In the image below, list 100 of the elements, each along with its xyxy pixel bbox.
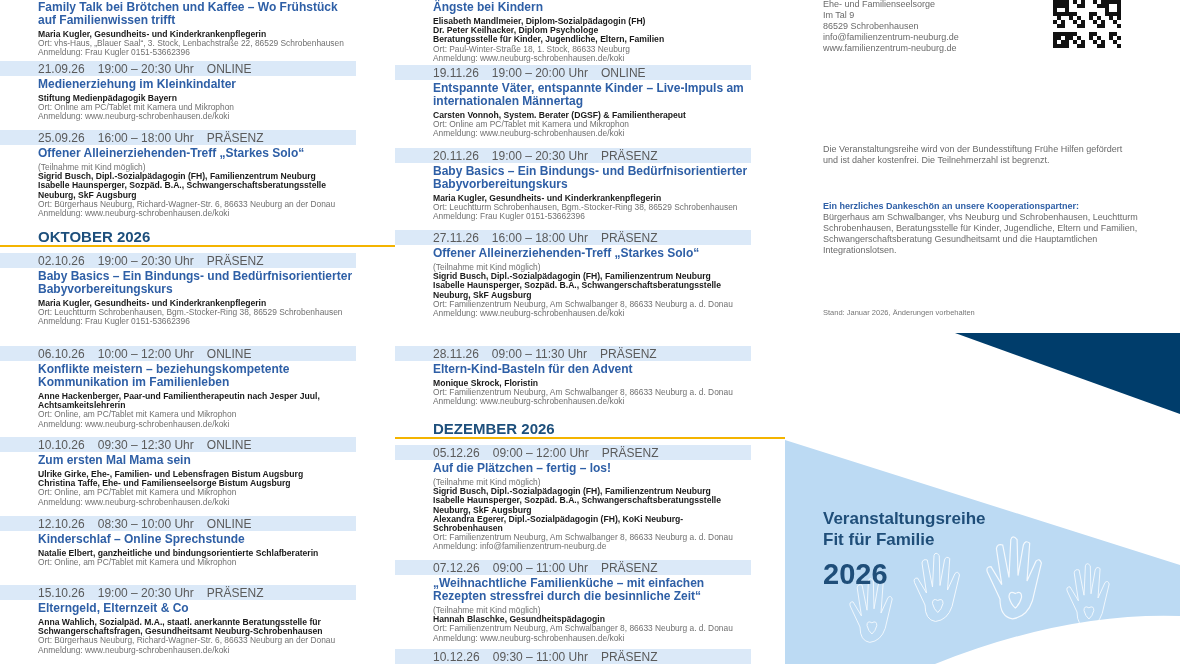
info-text: Ehe- und Familienseelsorge xyxy=(823,0,937,10)
event-detail: Anmeldung: info@familienzentrum-neuburg.de xyxy=(433,542,607,552)
month-heading: DEZEMBER 2026 xyxy=(433,420,555,437)
event-detail: Anmeldung: www.neuburg-schrobenhausen.de/koki xyxy=(38,645,231,655)
event-time: 19:00 – 20:30 Uhr xyxy=(97,253,194,268)
date-bar xyxy=(395,445,751,460)
event-detail: (Teilnahme mit Kind möglich) xyxy=(38,163,146,173)
thanks-heading: Ein herzliches Dankeschön an unsere Kooperationspartner: xyxy=(823,201,1081,212)
speaker-info: Sigrid Busch, Dipl.-Sozialpädagogin (FH), Familienzentrum Neuburg xyxy=(433,487,711,497)
event-time: 09:00 – 11:00 Uhr xyxy=(492,560,588,575)
event-detail: Anmeldung: www.neuburg-schrobenhausen.de/koki xyxy=(433,397,625,407)
month-heading: OKTOBER 2026 xyxy=(38,228,151,245)
event-time: 09:00 – 11:30 Uhr xyxy=(491,346,587,361)
event-format: ONLINE xyxy=(600,65,646,80)
info-text: www.familienzentrum-neuburg.de xyxy=(823,43,958,54)
event-time: 19:00 – 20:30 Uhr xyxy=(491,148,588,163)
event-date: 05.12.26 xyxy=(433,445,480,460)
event-format: PRÄSENZ xyxy=(206,130,264,145)
event-date: 28.11.26 xyxy=(433,346,479,361)
event-format: PRÄSENZ xyxy=(206,585,264,600)
event-title: Elterngeld, Elternzeit & Co xyxy=(38,602,190,615)
event-time: 16:00 – 18:00 Uhr xyxy=(97,130,194,145)
speaker-info: Anne Hackenberger, Paar-und Familientherapeutin nach Jesper Juul, Achtsamkeitslehrerin xyxy=(38,392,321,411)
event-detail: Ort: Online am PC/Tablet mit Kamera und Mikrophon xyxy=(38,103,235,113)
speaker-info: Christina Taffe, Ehe- und Familienseelsorge Bistum Augsburg xyxy=(38,479,291,489)
event-date: 02.10.26 xyxy=(38,253,85,268)
event-time: 19:00 – 20:30 Uhr xyxy=(97,585,194,600)
speaker-info: Alexandra Egerer, Dipl.-Sozialpädagogin (FH), KoKi Neuburg-Schrobenhausen xyxy=(433,514,685,533)
speaker-info: Maria Kugler, Gesundheits- und Kinderkrankenpflegerin xyxy=(38,299,268,309)
date-bar xyxy=(395,230,751,245)
speaker-info: Maria Kugler, Gesundheits- und Kinderkrankenpflegerin xyxy=(38,30,268,40)
date-bar xyxy=(395,148,751,163)
event-date: 20.11.26 xyxy=(433,148,479,163)
event-title: Konflikte meistern – beziehungskompetente Kommunikation im Familienleben xyxy=(38,363,291,389)
event-title: Medienerziehung im Kleinkindalter xyxy=(38,78,238,91)
info-text: info@familienzentrum-neuburg.de xyxy=(823,32,960,43)
event-detail: (Teilnahme mit Kind möglich) xyxy=(433,606,541,616)
event-detail: Ort: Familienzentrum Neuburg, Am Schwalbanger 8, 86633 Neuburg a. d. Donau xyxy=(433,388,734,398)
event-detail: Anmeldung: www.neuburg-schrobenhausen.de/koki xyxy=(38,209,231,219)
speaker-info: Isabelle Haunsperger, Sozpäd. B.A., Schwangerschaftsberatungsstelle Neuburg, SkF Augsburg xyxy=(433,496,722,515)
speaker-info: Hannah Blaschke, Gesundheitspädagogin xyxy=(433,615,605,625)
event-detail: Anmeldung: www.neuburg-schrobenhausen.de/koki xyxy=(433,129,625,139)
event-title: Family Talk bei Brötchen und Kaffee – Wo Frühstück auf Familienwissen trifft xyxy=(38,1,339,27)
event-detail: Anmeldung: www.neuburg-schrobenhausen.de/koki xyxy=(433,633,626,643)
info-text: Bürgerhaus am Schwalbanger, vhs Neuburg und Schrobenhausen, Leuchtturm Schrobenhausen, Beratungsstelle für Kinder, Jugendliche, Eltern und Familien, Schwangerschaftsberatung Gesundheitsamt und die Hauptamtlichen Integrationslotsen. xyxy=(823,212,1139,256)
speaker-info: Anna Wahlich, Sozialpäd. M.A., staatl. anerkannte Beratungsstelle für Schwangerschaftsfragen, Gesundheitsamt Neuburg-Schrobenhausen xyxy=(38,618,324,637)
speaker-info: Isabelle Haunsperger, Sozpäd. B.A., Schwangerschaftsberatungsstelle Neuburg, SkF Augsburg xyxy=(38,181,327,200)
event-format: PRÄSENZ xyxy=(600,230,658,245)
speaker-info: Ulrike Girke, Ehe-, Familien- und Lebensfragen Bistum Augsburg xyxy=(38,470,305,480)
speaker-info: Monique Skrock, Floristin xyxy=(433,379,539,389)
event-date: 19.11.26 xyxy=(433,65,479,80)
event-detail: Ort: Bürgerhaus Neuburg, Richard-Wagner-Str. 6, 86633 Neuburg an der Donau xyxy=(38,199,337,209)
event-title: Offener Alleinerziehenden-Treff „Starkes Solo“ xyxy=(38,147,306,160)
event-detail: Anmeldung: www.neuburg-schrobenhausen.de/koki xyxy=(433,309,626,319)
speaker-info: Isabelle Haunsperger, Sozpäd. B.A., Schwangerschaftsberatungsstelle Neuburg, SkF Augsburg xyxy=(433,281,722,300)
date-bar xyxy=(0,437,356,452)
date-bar xyxy=(0,516,356,531)
event-detail: Ort: Online am PC/Tablet mit Kamera und Mikrophon xyxy=(433,120,629,130)
date-bar xyxy=(0,130,356,145)
event-detail: Ort: Leuchtturm Schrobenhausen, Bgm.-Stocker-Ring 38, 86529 Schrobenhausen xyxy=(433,203,739,213)
speaker-info: Sigrid Busch, Dipl.-Sozialpädagogin (FH), Familienzentrum Neuburg xyxy=(433,272,711,282)
event-time: 09:00 – 12:00 Uhr xyxy=(492,445,589,460)
info-text: Die Veranstaltungsreihe wird von der Bundesstiftung Frühe Hilfen gefördert und ist daher kostenfrei. Die Teilnehmerzahl ist begrenzt. xyxy=(823,144,1123,166)
event-detail: Anmeldung: Frau Kugler 0151-53662396 xyxy=(38,48,191,58)
event-title: Eltern-Kind-Basteln für den Advent xyxy=(433,363,634,376)
event-detail: Ort: Leuchtturm Schrobenhausen, Bgm.-Stocker-Ring 38, 86529 Schrobenhausen xyxy=(38,308,344,318)
speaker-info: Elisabeth Mandlmeier, Diplom-Sozialpädagogin (FH) xyxy=(433,17,647,27)
event-format: PRÄSENZ xyxy=(600,649,658,664)
event-detail: Anmeldung: Frau Kugler 0151-53662396 xyxy=(433,212,585,222)
event-detail: Anmeldung: www.neuburg-schrobenhausen.de/koki xyxy=(433,53,625,63)
event-time: 16:00 – 18:00 Uhr xyxy=(491,230,588,245)
event-title: Kinderschlaf – Online Sprechstunde xyxy=(38,533,246,546)
event-format: PRÄSENZ xyxy=(600,148,658,163)
speaker-info: Natalie Elbert, ganzheitliche und bindungsorientierte Schlafberaterin xyxy=(38,549,320,559)
info-text: Im Tal 9 xyxy=(823,10,856,21)
event-date: 25.09.26 xyxy=(38,130,85,145)
event-time: 19:00 – 20:00 Uhr xyxy=(491,65,588,80)
date-bar xyxy=(0,61,356,76)
event-detail: Ort: Online, am PC/Tablet mit Kamera und Mikrophon xyxy=(38,488,238,498)
event-format: PRÄSENZ xyxy=(600,346,657,361)
event-date: 12.10.26 xyxy=(38,516,85,531)
event-date: 10.12.26 xyxy=(433,649,480,664)
event-title: Zum ersten Mal Mama sein xyxy=(38,454,192,467)
event-format: ONLINE xyxy=(206,516,252,531)
event-detail: (Teilnahme mit Kind möglich) xyxy=(433,263,541,273)
speaker-info: Dr. Peter Keilhacker, Diplom Psychologe xyxy=(433,26,599,36)
event-title: Offener Alleinerziehenden-Treff „Starkes Solo“ xyxy=(433,247,701,260)
event-title: Ängste bei Kindern xyxy=(433,1,544,14)
event-detail: Ort: Online, am PC/Tablet mit Kamera und Mikrophon xyxy=(38,558,237,568)
event-time: 19:00 – 20:30 Uhr xyxy=(97,61,194,76)
event-format: ONLINE xyxy=(206,437,252,452)
event-detail: Ort: Online, am PC/Tablet mit Kamera und Mikrophon xyxy=(38,410,238,420)
speaker-info: Maria Kugler, Gesundheits- und Kinderkrankenpflegerin xyxy=(433,194,663,204)
event-time: 09:30 – 12:30 Uhr xyxy=(97,437,194,452)
speaker-info: Carsten Vonnoh, System. Berater (DGSF) & Familientherapeut xyxy=(433,111,687,121)
event-date: 27.11.26 xyxy=(433,230,479,245)
event-title: „Weihnachtliche Familienküche – mit einfachen Rezepten stressfrei durch die besinnliche Zeit“ xyxy=(433,577,706,603)
event-title: Baby Basics – Ein Bindungs- und Bedürfnisorientierter Babyvorbereitungskurs xyxy=(433,165,748,191)
event-detail: Ort: Bürgerhaus Neuburg, Richard-Wagner-Str. 6, 86633 Neuburg an der Donau xyxy=(38,636,337,646)
event-date: 07.12.26 xyxy=(433,560,480,575)
